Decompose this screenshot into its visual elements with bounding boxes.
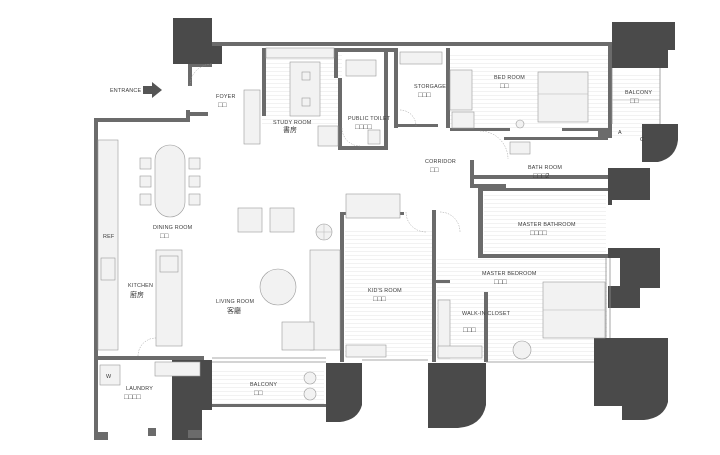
column-right-curve: [642, 124, 678, 162]
study-desk: [289, 61, 321, 117]
walk-in-label: WALK-IN CLOSET: [462, 311, 511, 317]
bed-room-stool: [515, 119, 525, 129]
kitchen-label: KITCHEN: [128, 283, 153, 289]
dining-chair-r3: [188, 193, 201, 206]
entrance-label: ENTRANCE: [110, 88, 141, 94]
study-chair: [301, 71, 311, 81]
study-shelf: [265, 47, 335, 59]
sofa: [309, 249, 341, 351]
dining-label: DINING ROOM: [153, 225, 193, 231]
bath2-basin: [509, 141, 531, 155]
column-top-right: [612, 22, 675, 68]
doors: [137, 63, 509, 357]
master-bed-label: MASTER BEDROOM: [482, 271, 537, 277]
public-toilet-label: PUBLIC TOILET: [348, 116, 391, 122]
dining-table: [154, 144, 186, 218]
bed-room-wardrobe: [449, 69, 473, 111]
master-bath-label: MASTER BATHROOM: [518, 222, 576, 228]
storage-shelf: [399, 51, 443, 65]
structural-columns: [172, 18, 678, 440]
dining-chair-l1: [139, 157, 152, 170]
armchair-right: [269, 207, 295, 233]
kids-cn: □□□: [373, 296, 386, 303]
column-top-left: [173, 18, 222, 64]
dining-chair-r2: [188, 175, 201, 188]
study-chair-2: [301, 97, 311, 107]
balcony-top-cn: □□: [630, 98, 639, 105]
armchair-left: [237, 207, 263, 233]
master-bed-cn: □□□: [494, 279, 507, 286]
master-ottoman: [512, 340, 532, 360]
sofa-ottoman: [281, 321, 315, 351]
balcony-bottom-label: BALCONY: [250, 382, 277, 388]
living-label: LIVING ROOM: [216, 299, 254, 305]
balcony-top-label: BALCONY: [625, 90, 652, 96]
foyer-label: FOYER: [216, 94, 236, 100]
bed-room-cn: □□: [500, 83, 509, 90]
walls: [94, 42, 612, 440]
laundry-machine: [99, 364, 121, 386]
closet-shelf-2: [437, 345, 483, 359]
study-cabinet: [317, 125, 339, 147]
toilet-basin: [345, 59, 377, 77]
laundry-cn: □□□□: [124, 394, 142, 401]
kids-desk: [345, 193, 401, 219]
living-cn: 客廳: [227, 306, 241, 315]
bath-room-cn: □□□2: [533, 173, 550, 180]
laundry-counter: [154, 361, 201, 377]
study-daybed: [243, 89, 261, 145]
room-labels: ENTRANCE FOYER □□ STUDY ROOM 書房 PUBLIC T…: [103, 75, 652, 401]
coffee-table: [259, 268, 297, 306]
kids-wardrobe: [345, 344, 387, 358]
dining-chair-l3: [139, 193, 152, 206]
kitchen-hob: [159, 255, 179, 273]
dining-chair-r1: [188, 157, 201, 170]
master-bath-cn: □□□□: [530, 230, 548, 237]
storgage-cn: □□□: [418, 92, 431, 99]
fridge-tag: REF: [103, 234, 115, 240]
column-right-lower: [608, 248, 660, 308]
dining-cn: □□: [160, 233, 169, 240]
corridor-cn: □□: [430, 167, 439, 174]
kitchen-sink: [100, 257, 116, 281]
bed-room-desk: [451, 111, 475, 129]
column-bottom-center: [428, 363, 486, 428]
column-mid-right: [608, 168, 650, 205]
storgage-label: STORGAGE: [414, 84, 446, 90]
mark-c: C: [640, 137, 644, 143]
study-cn: 書房: [283, 125, 297, 134]
foyer-cn: □□: [218, 102, 227, 109]
public-toilet-cn: □□□□: [355, 124, 373, 131]
wash-tag: W: [106, 374, 112, 380]
kitchen-cn: 廚房: [130, 290, 144, 299]
kitchen-counter: [97, 139, 119, 351]
bath-room-label: BATH ROOM: [528, 165, 562, 171]
column-bottom-left: [172, 360, 212, 440]
bed-room-label: BED ROOM: [494, 75, 525, 81]
entrance-arrow-icon: [143, 82, 162, 98]
study-label: STUDY ROOM: [273, 120, 312, 126]
balcony-chair: [303, 371, 317, 385]
bed-room-bed: [537, 71, 589, 123]
mark-a: A: [618, 130, 622, 136]
column-bottom-mid: [326, 363, 362, 422]
balcony-chair-2: [303, 387, 317, 401]
window-lines: [212, 68, 661, 363]
balcony-bottom-cn: □□: [254, 390, 263, 397]
kids-label: KID'S ROOM: [368, 288, 402, 294]
furniture: [97, 47, 606, 401]
laundry-label: LAUNDRY: [126, 386, 153, 392]
toilet-bowl: [367, 129, 381, 145]
column-bottom-right: [594, 338, 668, 420]
corridor-label: CORRIDOR: [425, 159, 456, 165]
dining-chair-l2: [139, 175, 152, 188]
walk-in-cn: □□□: [463, 327, 476, 334]
